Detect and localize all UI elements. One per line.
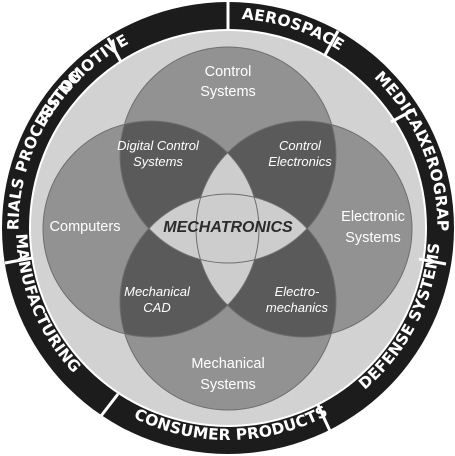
label-mechanical-cad-1: Mechanical: [124, 284, 191, 299]
label-control-systems-1: Control: [205, 64, 252, 80]
label-control-electronics-1: Control: [279, 138, 322, 153]
label-computers: Computers: [50, 219, 121, 235]
label-control-systems-2: Systems: [200, 84, 256, 100]
label-electronic-systems-2: Systems: [345, 230, 401, 246]
label-electromechanics-1: Electro-: [275, 284, 320, 299]
label-digital-control-systems-2: Systems: [133, 154, 183, 169]
label-electronic-systems-1: Electronic: [341, 209, 405, 225]
label-mechanical-systems-1: Mechanical: [191, 356, 264, 372]
label-control-electronics-2: Electronics: [268, 154, 332, 169]
label-mechatronics: MECHATRONICS: [163, 219, 293, 236]
label-electromechanics-2: mechanics: [266, 300, 329, 315]
label-mechanical-systems-2: Systems: [200, 377, 256, 393]
ring-separators: [4, 1, 447, 432]
label-digital-control-systems-1: Digital Control: [117, 138, 200, 153]
label-mechanical-cad-2: CAD: [143, 300, 170, 315]
